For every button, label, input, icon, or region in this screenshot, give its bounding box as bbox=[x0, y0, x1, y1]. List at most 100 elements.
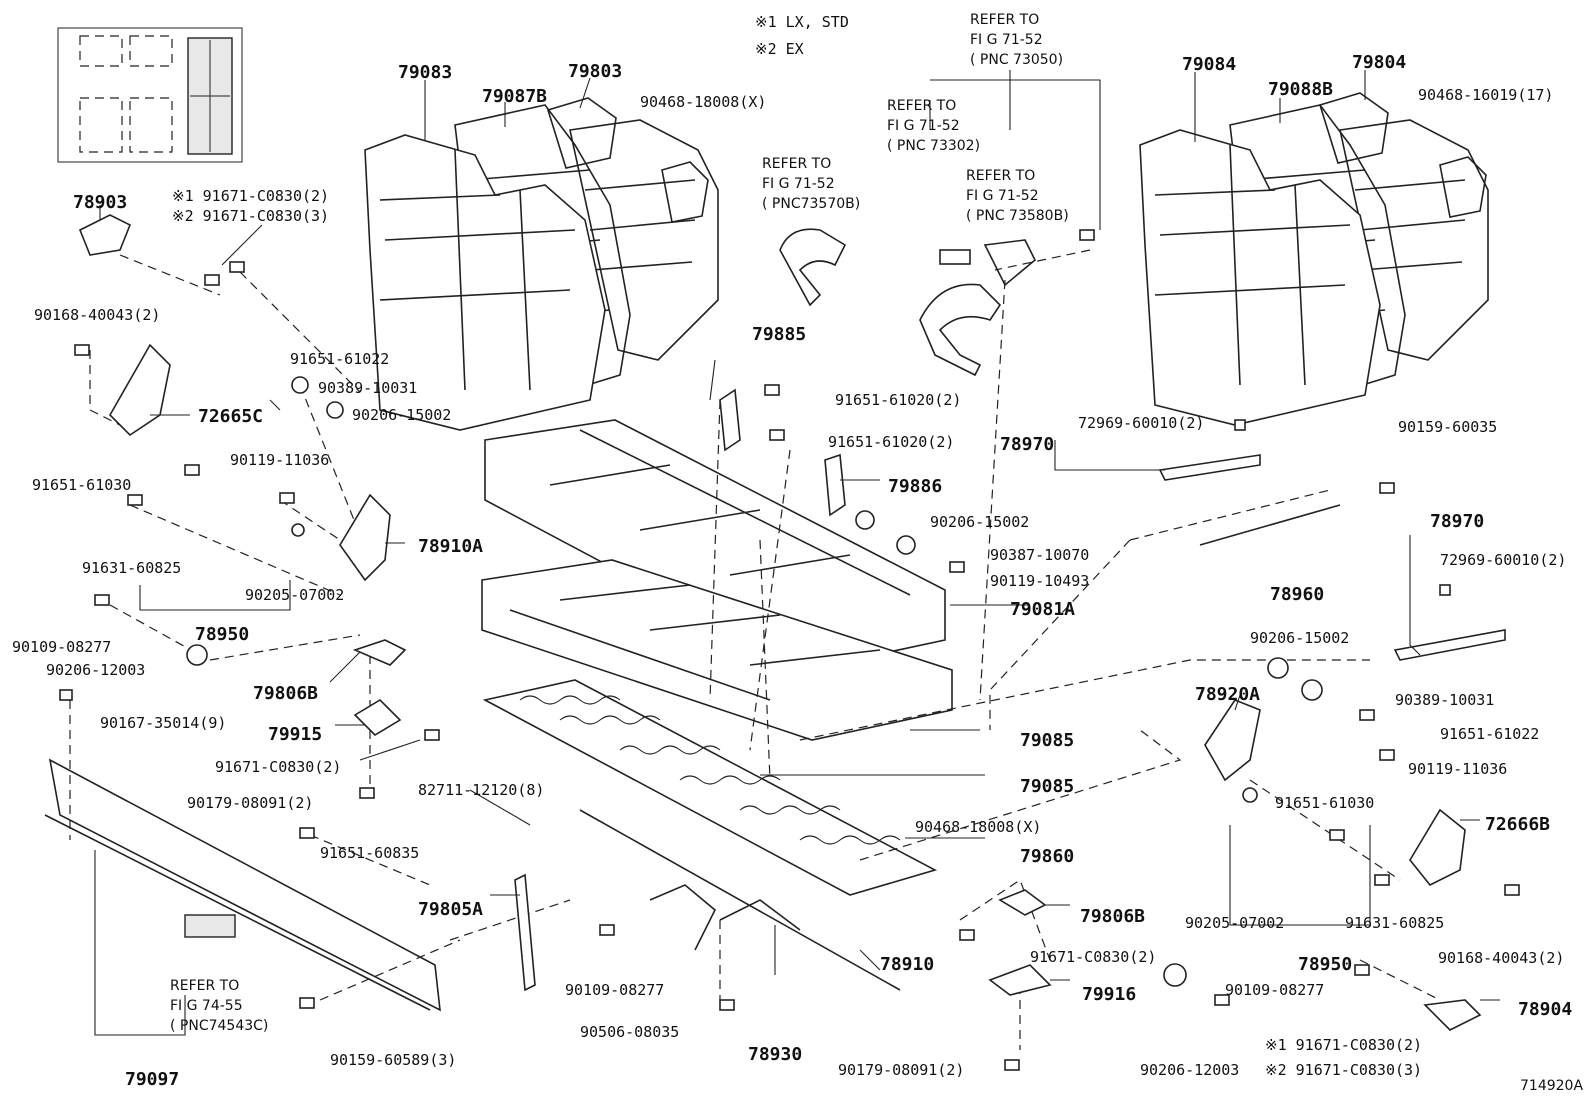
diagram-id: 714920A bbox=[1520, 1078, 1583, 1094]
ref-2-line-1: REFER TO bbox=[887, 98, 956, 114]
bracket-79886 bbox=[824, 453, 846, 517]
label-91651-61020-a: 91651-61020(2) bbox=[835, 391, 961, 409]
bracket-78910A bbox=[339, 493, 391, 582]
label-79081A: 79081A bbox=[1010, 599, 1075, 620]
label-90206-15002-mid: 90206-15002 bbox=[930, 513, 1029, 531]
seat-cushion-assembly bbox=[481, 419, 953, 741]
brackets bbox=[78, 214, 1506, 1031]
label-79087B: 79087B bbox=[482, 86, 547, 107]
bracket-72666B bbox=[1409, 808, 1466, 887]
label-90119-11036-right: 90119-11036 bbox=[1408, 760, 1507, 778]
bracket-79805A bbox=[514, 873, 536, 992]
label-79097: 79097 bbox=[125, 1069, 179, 1090]
label-79916: 79916 bbox=[1082, 984, 1136, 1005]
seat-belt-parts bbox=[779, 228, 1036, 377]
label-79806B-right: 79806B bbox=[1080, 906, 1145, 927]
label-78970-b: 78970 bbox=[1430, 511, 1484, 532]
strap-78970-b bbox=[1393, 629, 1506, 661]
label-79886: 79886 bbox=[888, 476, 942, 497]
label-91651-61022-left: 91651-61022 bbox=[290, 350, 389, 368]
bracket-79806B-left bbox=[352, 639, 407, 666]
label-82711: 82711-12120(8) bbox=[418, 781, 544, 799]
bracket-79916 bbox=[988, 964, 1052, 996]
label-90506: 90506-08035 bbox=[580, 1023, 679, 1041]
ref-1-line-2: FI G 71-52 bbox=[970, 32, 1043, 48]
label-90179-left: 90179-08091(2) bbox=[187, 794, 313, 812]
label-90119-10493: 90119-10493 bbox=[990, 572, 1089, 590]
right-seatback-assembly bbox=[1139, 92, 1489, 426]
label-79804: 79804 bbox=[1352, 52, 1406, 73]
label-72665C: 72665C bbox=[198, 406, 263, 427]
label-91651-60835: 91651-60835 bbox=[320, 844, 419, 862]
dashed-guides bbox=[69, 249, 1441, 1050]
label-90159-60035: 90159-60035 bbox=[1398, 418, 1497, 436]
cable-78930 bbox=[649, 884, 801, 951]
label-90206-12003-left: 90206-12003 bbox=[46, 661, 145, 679]
label-79806B-left: 79806B bbox=[253, 683, 318, 704]
label-91671-n2: ※2 91671-C0830(3) bbox=[172, 207, 329, 225]
ref-block-5: REFER TO FI G 74-55 ( PNC74543C) bbox=[170, 978, 268, 1034]
ref-5-line-2: FI G 74-55 bbox=[170, 998, 243, 1014]
rear-panel-79097 bbox=[44, 758, 441, 1012]
label-90159-60589: 90159-60589(3) bbox=[330, 1051, 456, 1069]
bracket-78904 bbox=[1423, 999, 1482, 1031]
label-90179-right: 90179-08091(2) bbox=[838, 1061, 964, 1079]
seat-layout-thumbnail bbox=[57, 27, 243, 163]
label-79088B: 79088B bbox=[1268, 79, 1333, 100]
ref-4-line-3: ( PNC73570B) bbox=[762, 196, 860, 212]
label-90168-left: 90168-40043(2) bbox=[34, 306, 160, 324]
label-91651-61030-right: 91651-61030 bbox=[1275, 794, 1374, 812]
label-90468-18008-top: 90468-18008(X) bbox=[640, 93, 766, 111]
label-90468-16019: 90468-16019(17) bbox=[1418, 86, 1553, 104]
label-79085-b: 79085 bbox=[1020, 776, 1074, 797]
label-79085-a: 79085 bbox=[1020, 730, 1074, 751]
label-91671-right-single: 91671-C0830(2) bbox=[1030, 948, 1156, 966]
label-78910: 78910 bbox=[880, 954, 934, 975]
note-lx-std: ※1 LX, STD bbox=[755, 13, 849, 31]
label-90206-15002-right: 90206-15002 bbox=[1250, 629, 1349, 647]
seat-spring-frame bbox=[482, 679, 938, 896]
label-72969-a: 72969-60010(2) bbox=[1078, 414, 1204, 432]
label-91651-61020-b: 91651-61020(2) bbox=[828, 433, 954, 451]
label-78970-a: 78970 bbox=[1000, 434, 1054, 455]
label-90167: 90167-35014(9) bbox=[100, 714, 226, 732]
ref-block-1: REFER TO FI G 71-52 ( PNC 73050) bbox=[970, 12, 1063, 68]
label-79805A: 79805A bbox=[418, 899, 483, 920]
label-91631-right: 91631-60825 bbox=[1345, 914, 1444, 932]
ref-block-4: REFER TO FI G 71-52 ( PNC73570B) bbox=[762, 156, 860, 212]
label-78950-left: 78950 bbox=[195, 624, 249, 645]
ref-block-2: REFER TO FI G 71-52 ( PNC 73302) bbox=[887, 98, 980, 154]
label-78920A: 78920A bbox=[1195, 684, 1260, 705]
label-90389-left: 90389-10031 bbox=[318, 379, 417, 397]
label-90389-right: 90389-10031 bbox=[1395, 691, 1494, 709]
bracket-79885 bbox=[719, 388, 741, 452]
bracket-78903 bbox=[78, 214, 132, 256]
label-79885: 79885 bbox=[752, 324, 806, 345]
label-91671-single: 91671-C0830(2) bbox=[215, 758, 341, 776]
label-90387: 90387-10070 bbox=[990, 546, 1089, 564]
label-79084: 79084 bbox=[1182, 54, 1236, 75]
label-90468-18008-mid: 90468-18008(X) bbox=[915, 818, 1041, 836]
fasteners bbox=[59, 229, 1520, 1071]
bracket-79915 bbox=[353, 698, 402, 737]
label-90109-left: 90109-08277 bbox=[12, 638, 111, 656]
part-labels: 79083 79087B 79803 90468-18008(X) 79084 … bbox=[12, 52, 1583, 1094]
ref-4-line-2: FI G 71-52 bbox=[762, 176, 835, 192]
label-90109-mid: 90109-08277 bbox=[565, 981, 664, 999]
label-79860: 79860 bbox=[1020, 846, 1074, 867]
leaders bbox=[94, 70, 1500, 1036]
cable-78910 bbox=[579, 809, 901, 991]
ref-4-line-1: REFER TO bbox=[762, 156, 831, 172]
bracket-79806B-right bbox=[998, 889, 1047, 916]
ref-3-line-1: REFER TO bbox=[966, 168, 1035, 184]
note-block: ※1 LX, STD ※2 EX bbox=[755, 13, 849, 58]
ref-1-line-1: REFER TO bbox=[970, 12, 1039, 28]
label-79915: 79915 bbox=[268, 724, 322, 745]
ref-block-3: REFER TO FI G 71-52 ( PNC 73580B) bbox=[966, 168, 1069, 224]
label-91651-61022-right: 91651-61022 bbox=[1440, 725, 1539, 743]
note-ex: ※2 EX bbox=[755, 40, 804, 58]
strap-78970-a bbox=[1158, 454, 1261, 481]
label-91671-r1: ※1 91671-C0830(2) bbox=[1265, 1036, 1422, 1054]
